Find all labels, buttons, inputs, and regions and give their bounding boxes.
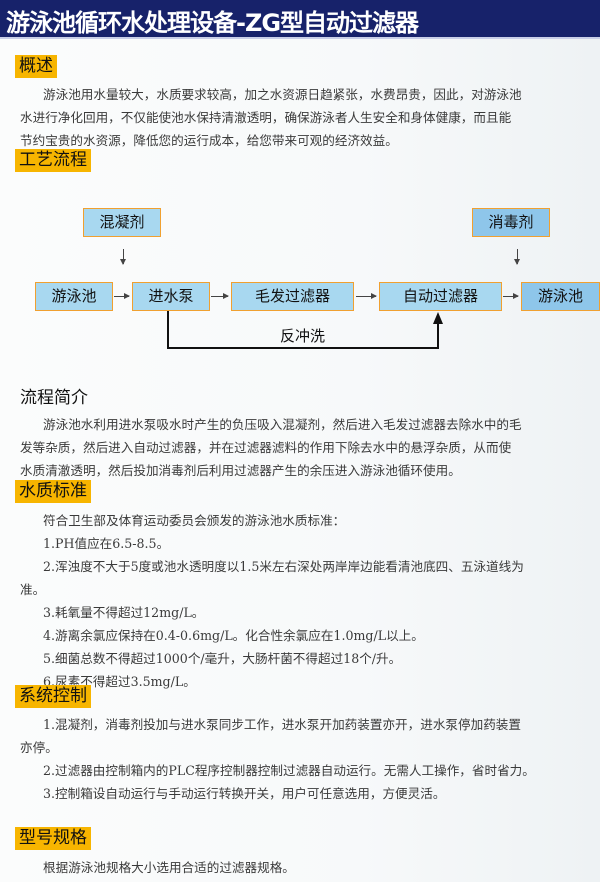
arrow-right-icon: [356, 293, 377, 299]
backwash-arrow-icon: [167, 311, 443, 349]
control-line: 2.过滤器由控制箱内的PLC程序控制器控制过滤器自动运行。无需人工操作，省时省力…: [43, 763, 535, 778]
water-line: 准。: [20, 582, 46, 597]
spec-line: 根据游泳池规格大小选用合适的过滤器规格。: [43, 860, 295, 875]
section-heading-water: 水质标准: [15, 480, 91, 503]
page-title: 游泳池循环水处理设备-ZG型自动过滤器: [6, 9, 419, 37]
flow-box-hair-filter: 毛发过滤器: [231, 282, 354, 311]
flow-box-disinfectant: 消毒剂: [472, 208, 550, 237]
arrow-right-icon: [114, 293, 130, 299]
section-heading-process: 工艺流程: [15, 149, 91, 172]
intro-line: 发等杂质，然后进入自动过滤器，并在过滤器滤料的作用下除去水中的悬浮杂质，从而使: [20, 440, 512, 455]
water-line: 2.浑浊度不大于5度或池水透明度以1.5米左右深处两岸岸边能看清池底四、五泳道线…: [43, 559, 524, 574]
arrow-down-icon: [514, 249, 520, 265]
backwash-label: 反冲洗: [280, 327, 326, 345]
control-line: 3.控制箱设自动运行与手动运行转换开关，用户可任意选用，方便灵活。: [43, 786, 446, 801]
overview-line: 游泳池用水量较大，水质要求较高，加之水资源日趋紧张，水费昂贵，因此，对游泳池: [43, 87, 522, 102]
water-line: 3.耗氧量不得超过12mg/L。: [43, 605, 205, 620]
arrow-right-icon: [211, 293, 229, 299]
water-line: 5.细菌总数不得超过1000个/毫升，大肠杆菌不得超过18个/升。: [43, 651, 402, 666]
control-line: 1.混凝剂，消毒剂投加与进水泵同步工作，进水泵开加药装置亦开，进水泵停加药装置: [43, 717, 521, 732]
section-heading-intro: 流程简介: [20, 388, 88, 408]
section-heading-control: 系统控制: [15, 685, 91, 708]
flow-box-pool-return: 游泳池: [521, 282, 600, 311]
flow-box-pump: 进水泵: [132, 282, 210, 311]
overview-line: 水进行净化回用，不仅能使池水保持清澈透明，确保游泳者人生安全和身体健康，而且能: [20, 110, 512, 125]
flow-box-coagulant: 混凝剂: [83, 208, 161, 237]
flow-box-pool: 游泳池: [35, 282, 113, 311]
arrow-down-icon: [120, 249, 126, 265]
section-heading-spec: 型号规格: [15, 827, 91, 850]
control-line: 亦停。: [20, 740, 58, 755]
intro-line: 水质清澈透明，然后投加消毒剂后利用过滤器产生的余压进入游泳池循环使用。: [20, 463, 461, 478]
title-bar: [0, 0, 600, 39]
water-line: 4.游离余氯应保持在0.4-0.6mg/L。化合性余氯应在1.0mg/L以上。: [43, 628, 424, 643]
arrow-right-icon: [503, 293, 519, 299]
section-heading-overview: 概述: [15, 55, 57, 78]
water-line: 1.PH值应在6.5-8.5。: [43, 536, 170, 551]
intro-line: 游泳池水利用进水泵吸水时产生的负压吸入混凝剂，然后进入毛发过滤器去除水中的毛: [43, 417, 522, 432]
flow-box-auto-filter: 自动过滤器: [379, 282, 502, 311]
water-line: 符合卫生部及体育运动委员会颁发的游泳池水质标准：: [43, 513, 346, 528]
overview-line: 节约宝贵的水资源，降低您的运行成本，给您带来可观的经济效益。: [20, 133, 398, 148]
